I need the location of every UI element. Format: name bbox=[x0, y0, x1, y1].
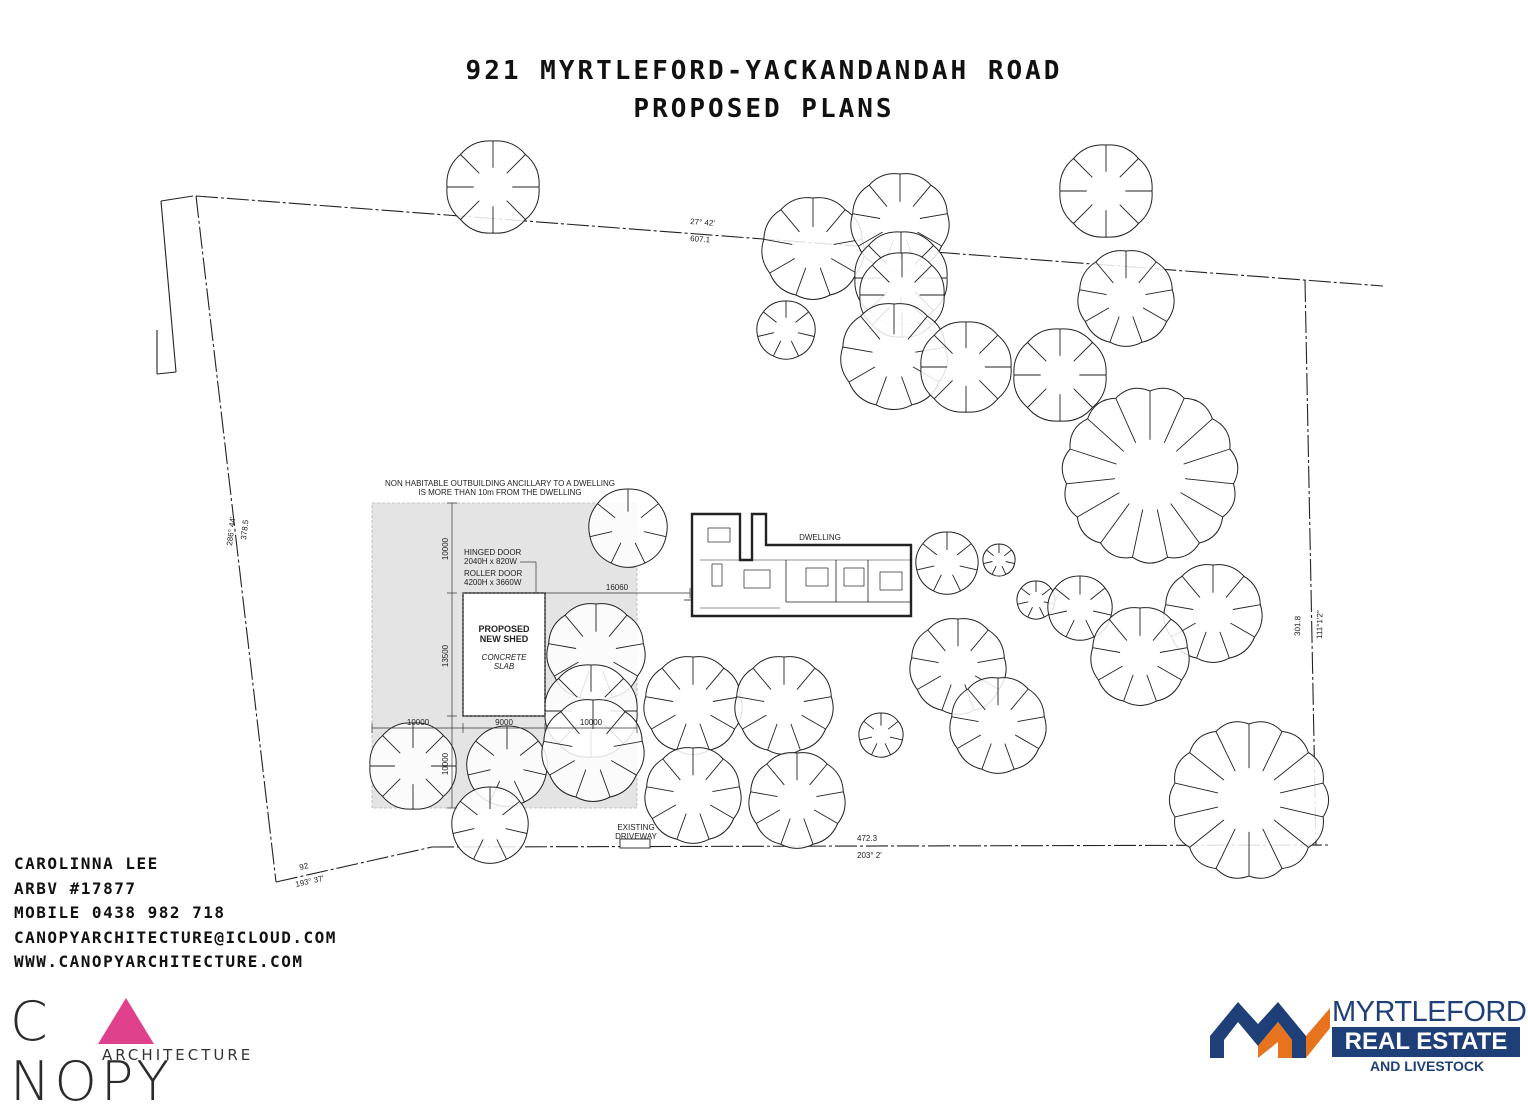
adjacent-boundary bbox=[156, 195, 194, 375]
contact-arbv: ARBV #17877 bbox=[14, 878, 137, 898]
contact-website[interactable]: WWW.CANOPYARCHITECTURE.COM bbox=[14, 952, 304, 971]
tree-canopies bbox=[369, 140, 1330, 879]
tree-canopy-spokes bbox=[447, 141, 539, 233]
note-line1: NON HABITABLE OUTBUILDING ANCILLARY TO A… bbox=[385, 479, 615, 488]
tree-canopy-outline bbox=[451, 786, 529, 864]
tree-canopy-outline bbox=[1090, 607, 1190, 706]
dwelling-label: DWELLING bbox=[799, 533, 841, 542]
contact-name: CAROLINNA LEE bbox=[14, 854, 159, 873]
west-length: 378.5 bbox=[239, 519, 250, 541]
tree-canopy-outline bbox=[756, 300, 816, 360]
property-boundary bbox=[195, 195, 1384, 883]
dim-setback-top: 10000 bbox=[441, 537, 450, 560]
east-bearing: 111°1'2" bbox=[1315, 610, 1325, 639]
south-bearing: 203° 2' bbox=[857, 851, 882, 860]
tree-canopy-outline bbox=[588, 488, 668, 568]
contact-email[interactable]: CANOPYARCHITECTURE@ICLOUD.COM bbox=[14, 927, 337, 947]
tree-canopy-spokes bbox=[1092, 608, 1188, 702]
tree-canopy-spokes bbox=[646, 748, 740, 840]
dim-to-dwelling: 16060 bbox=[606, 583, 629, 592]
tree-canopy-spokes bbox=[1060, 145, 1152, 237]
dim-setback-right: 10000 bbox=[580, 718, 603, 727]
driveway-label-line2: DRIVEWAY bbox=[615, 832, 657, 841]
existing-driveway bbox=[619, 838, 651, 849]
note-line2: IS MORE THAN 10m FROM THE DWELLING bbox=[418, 488, 581, 497]
slab-label-line2: SLAB bbox=[494, 662, 515, 671]
canopy-logo: CNOPY ARCHITECTURE bbox=[10, 990, 270, 1112]
page-title-line1: 921 MYRTLEFORD-YACKANDANDAH ROAD bbox=[465, 56, 1063, 86]
tree-canopy-outline bbox=[1077, 250, 1175, 347]
tree-canopy-spokes bbox=[1048, 576, 1112, 637]
tree-canopy-spokes bbox=[757, 301, 815, 357]
dim-shed-width: 9000 bbox=[495, 718, 513, 727]
shed-label-line1: PROPOSED bbox=[478, 624, 530, 634]
north-length: 607.1 bbox=[690, 234, 711, 245]
tree-canopy-spokes bbox=[543, 700, 643, 798]
tree-canopy-outline bbox=[644, 747, 742, 844]
hinged-door-label: HINGED DOOR bbox=[464, 548, 522, 557]
slab-label-line1: CONCRETE bbox=[482, 653, 528, 662]
shed-label-line2: NEW SHED bbox=[480, 634, 529, 644]
dim-setback-bottom: 10000 bbox=[441, 752, 450, 775]
tree-canopy-outline bbox=[1163, 564, 1263, 663]
tree-canopy-outline bbox=[1047, 575, 1113, 641]
tree-canopy-spokes bbox=[1014, 329, 1106, 421]
tree-canopy-outline bbox=[748, 752, 846, 849]
roof-peaks-icon bbox=[1210, 1002, 1330, 1058]
sw-length: 92 bbox=[298, 861, 309, 872]
page-title-line2: PROPOSED PLANS bbox=[633, 94, 895, 124]
tree-canopy-spokes bbox=[916, 532, 978, 592]
tree-canopy-outline bbox=[915, 531, 979, 595]
tree-canopy-outline bbox=[1016, 580, 1056, 620]
tree-canopy-spokes bbox=[1165, 565, 1261, 659]
dim-setback-left: 10000 bbox=[407, 718, 430, 727]
dim-shed-depth: 13500 bbox=[441, 644, 450, 667]
tree-canopy-outline bbox=[949, 677, 1047, 774]
tree-canopy-spokes bbox=[921, 322, 1011, 412]
east-length: 301.8 bbox=[1293, 615, 1302, 636]
tree-canopy-outline bbox=[541, 699, 645, 802]
contact-block: CAROLINNA LEE ARBV #17877 MOBILE 0438 98… bbox=[14, 852, 337, 975]
canopy-logo-sub: ARCHITECTURE bbox=[102, 1046, 254, 1064]
mre-logo-line1: MYRTLEFORD bbox=[1332, 996, 1527, 1028]
driveway-label-line1: EXISTING bbox=[617, 823, 654, 832]
canopy-logo-c: C bbox=[10, 990, 52, 1053]
site-plan: 27° 42' 607.1 286° 44' 378.5 472.3 203° … bbox=[156, 140, 1384, 889]
tree-canopy-spokes bbox=[983, 544, 1015, 575]
tree-canopy-spokes bbox=[736, 657, 832, 751]
west-bearing: 286° 44' bbox=[225, 516, 238, 547]
dimension-lines bbox=[371, 502, 691, 809]
tree-canopy-spokes bbox=[1079, 251, 1173, 343]
dwelling bbox=[684, 512, 913, 618]
tree-canopy-outline bbox=[858, 712, 904, 758]
tree-canopy-spokes bbox=[1174, 724, 1324, 876]
mre-logo-line2: REAL ESTATE bbox=[1332, 1027, 1520, 1057]
mre-logo-line3: AND LIVESTOCK bbox=[1370, 1058, 1485, 1074]
concrete-slab bbox=[462, 592, 546, 717]
south-length: 472.3 bbox=[857, 834, 878, 843]
tree-canopy-spokes bbox=[645, 657, 741, 751]
tree-canopy-spokes bbox=[750, 753, 844, 845]
tree-canopy-spokes bbox=[763, 198, 863, 296]
tree-canopy-spokes bbox=[1066, 391, 1234, 558]
tree-canopy-spokes bbox=[951, 678, 1045, 770]
canopy-triangle-icon bbox=[98, 998, 154, 1044]
north-bearing: 27° 42' bbox=[690, 217, 716, 228]
roller-door-label: ROLLER DOOR bbox=[464, 569, 522, 578]
roller-door-size: 4200H x 3660W bbox=[464, 578, 522, 587]
contact-mobile: MOBILE 0438 982 718 bbox=[14, 903, 226, 922]
tree-canopy-outline bbox=[1061, 387, 1239, 564]
tree-canopy-spokes bbox=[452, 787, 528, 860]
myrtleford-real-estate-logo: MYRTLEFORD REAL ESTATE AND LIVESTOCK bbox=[1210, 994, 1527, 1074]
tree-canopy-spokes bbox=[370, 723, 456, 809]
tree-canopy-spokes bbox=[859, 713, 903, 755]
hinged-door-size: 2040H x 820W bbox=[464, 557, 517, 566]
tree-canopy-spokes bbox=[589, 489, 667, 564]
tree-canopy-outline bbox=[982, 543, 1016, 577]
